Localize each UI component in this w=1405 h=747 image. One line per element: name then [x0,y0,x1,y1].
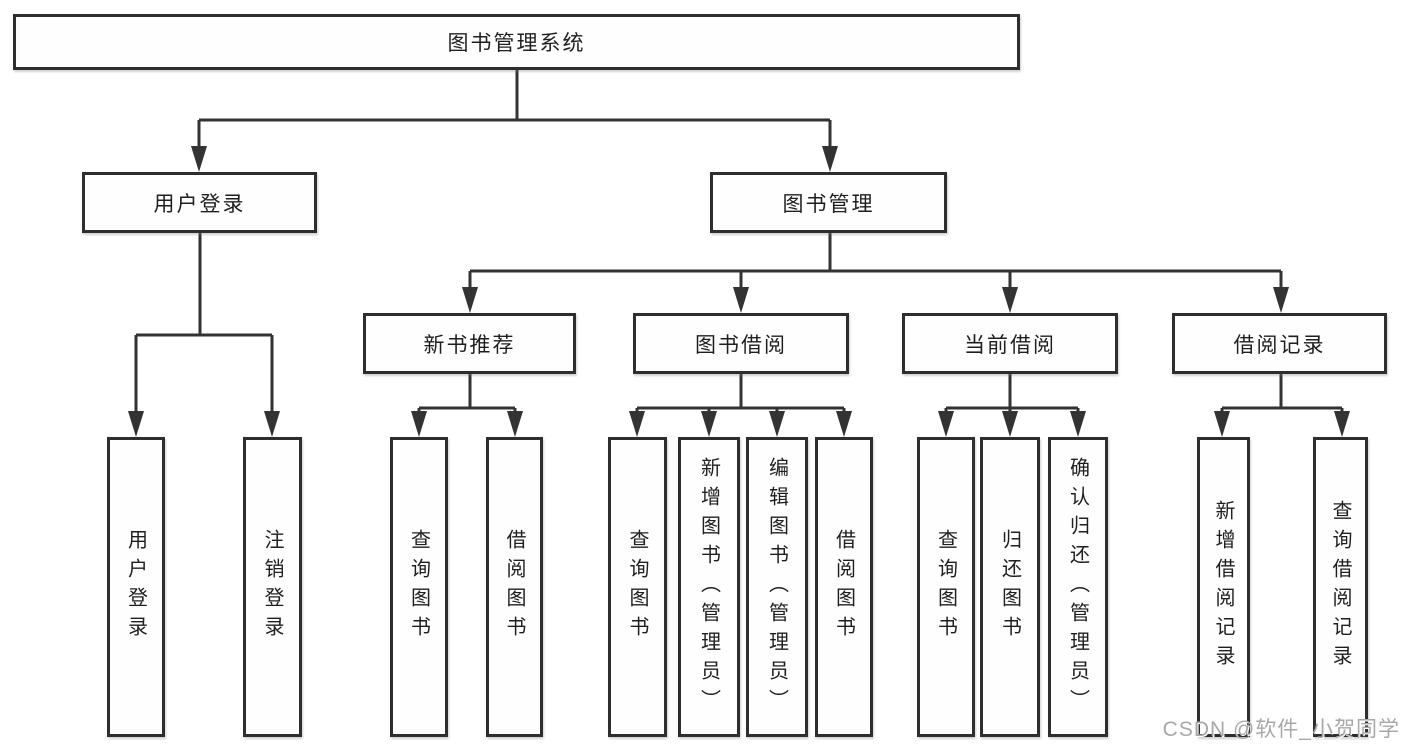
leaf-query-borrow-record: 查询借阅记录 [1313,437,1368,737]
node-user-login: 用户登录 [82,172,317,233]
leaf-return-book: 归还图书 [980,437,1040,737]
leaf-add-book-admin: 新增图书（管理员） [678,437,740,737]
leaf-logout: 注销登录 [243,437,302,737]
csdn-watermark: CSDN @软件_小贺同学 [1162,718,1400,741]
node-new-book-recommend: 新书推荐 [363,313,576,374]
leaf-add-borrow-record: 新增借阅记录 [1197,437,1250,737]
node-root-library-system: 图书管理系统 [13,14,1020,70]
leaf-query-book-current: 查询图书 [917,437,975,737]
leaf-query-book-recommend: 查询图书 [390,437,448,737]
node-current-borrow: 当前借阅 [902,313,1118,374]
node-book-borrow: 图书借阅 [633,313,849,374]
leaf-borrow-book-recommend: 借阅图书 [486,437,543,737]
leaf-query-book-borrow: 查询图书 [608,437,667,737]
leaf-user-login: 用户登录 [107,437,165,737]
leaf-edit-book-admin: 编辑图书（管理员） [746,437,808,737]
node-borrow-records: 借阅记录 [1172,313,1387,374]
node-book-management: 图书管理 [710,172,947,233]
leaf-borrow-book: 借阅图书 [815,437,873,737]
leaf-confirm-return-admin: 确认归还（管理员） [1048,437,1108,737]
